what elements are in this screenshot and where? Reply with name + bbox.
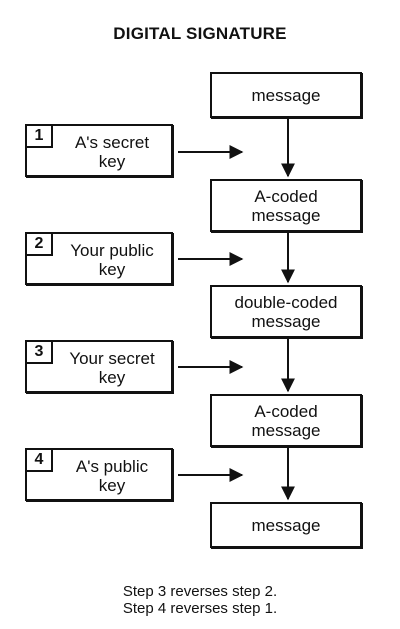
diagram-title: DIGITAL SIGNATURE bbox=[113, 24, 287, 43]
step-box-4: 4 A's public key bbox=[25, 448, 173, 501]
step-box-3: 3 Your secret key bbox=[25, 340, 173, 393]
step-number-1: 1 bbox=[25, 124, 53, 148]
message-box-5: message bbox=[210, 502, 362, 548]
note-1: Step 3 reverses step 2. bbox=[122, 583, 278, 600]
message-box-1: message bbox=[210, 72, 362, 118]
step-label-4: A's public key bbox=[75, 456, 149, 495]
message-box-2: A-coded message bbox=[210, 179, 362, 232]
message-box-5-label: message bbox=[251, 515, 321, 535]
step-number-3: 3 bbox=[25, 340, 53, 364]
message-box-4: A-coded message bbox=[210, 394, 362, 447]
step-box-1: 1 A's secret key bbox=[25, 124, 173, 177]
step-label-2: Your public key bbox=[70, 240, 154, 279]
step-label-1: A's secret key bbox=[74, 132, 150, 171]
step-number-4: 4 bbox=[25, 448, 53, 472]
message-box-4-label: A-coded message bbox=[251, 401, 321, 440]
step-box-2: 2 Your public key bbox=[25, 232, 173, 285]
message-box-2-label: A-coded message bbox=[251, 186, 321, 225]
message-box-3: double-coded message bbox=[210, 285, 362, 338]
step-number-2: 2 bbox=[25, 232, 53, 256]
step-label-3: Your secret key bbox=[69, 348, 155, 387]
message-box-1-label: message bbox=[251, 85, 321, 105]
message-box-3-label: double-coded message bbox=[234, 292, 338, 331]
note-2: Step 4 reverses step 1. bbox=[122, 600, 278, 617]
